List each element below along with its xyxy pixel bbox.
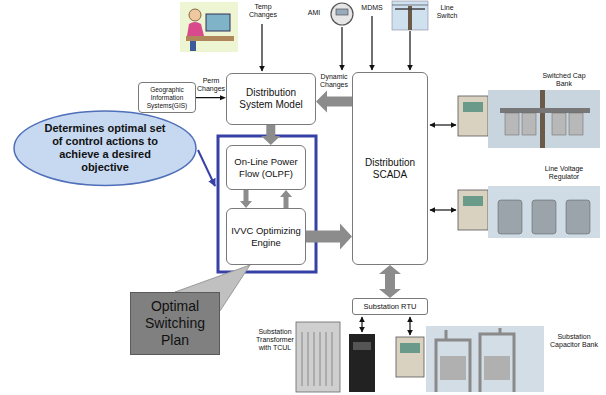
node-text: Determines optimal set of control action… [41, 122, 169, 174]
clipart-desk [186, 36, 234, 41]
flow-arrow [196, 95, 226, 100]
controller-photo [396, 337, 424, 377]
transformer-photo [296, 322, 340, 392]
capacitor-can [569, 113, 583, 135]
model-box: Distribution System Model [226, 73, 316, 125]
device-label: AMI [304, 9, 324, 17]
device-label: Substation Capacitor Bank [548, 333, 600, 349]
flow-arrow [261, 125, 280, 145]
clipart-head [189, 9, 201, 21]
regulator-tank [532, 200, 556, 234]
rtu-box: Substation RTU [352, 298, 428, 315]
callout-leader [198, 150, 215, 186]
device-label: Switched Cap Bank [536, 72, 592, 88]
capacitor-can [552, 113, 566, 135]
capbank-photo [488, 90, 600, 148]
flow-arrow [240, 190, 252, 208]
capbank-photo [426, 326, 544, 392]
meter-icon [331, 3, 353, 25]
node-text: Optimal Switching Plan [134, 298, 216, 348]
capacitor-rack [484, 356, 510, 380]
source-box: Geographic Information Systems(GIS) [138, 82, 196, 113]
node-text: Distribution SCADA [356, 157, 424, 181]
controller-display [463, 102, 483, 112]
clipart-monitor [206, 14, 230, 31]
node-text: Geographic Information Systems(GIS) [142, 86, 192, 109]
regulator-photo [488, 186, 600, 238]
clipart-ground [180, 2, 238, 52]
device-arrow [409, 31, 410, 70]
callout-ellipse: Determines optimal set of control action… [13, 110, 197, 186]
device-label: Line Switch [432, 4, 462, 20]
rtu-device [349, 334, 375, 392]
capbank-rack [500, 108, 590, 113]
highlight-frame [218, 136, 316, 272]
node-text: Distribution System Model [230, 87, 312, 111]
device-arrow [341, 27, 342, 70]
callout-ellipse-outline [14, 111, 196, 185]
process-box: On-Line Power Flow (OLPF) [226, 145, 306, 190]
switch-photo [392, 1, 428, 30]
controller-photo [458, 190, 488, 230]
regulator-tank [566, 200, 590, 234]
device-label: Substation Transformer with TCUL [256, 328, 294, 352]
flow-arrow [306, 224, 352, 250]
node-text: IVVC Optimizing Engine [230, 225, 302, 248]
substation-structure [436, 328, 514, 392]
rtu-panel [353, 342, 371, 350]
capbank-pole [540, 90, 545, 148]
transformer-fins [302, 332, 332, 386]
flow-arrow [379, 265, 401, 298]
device-label: MDMS [358, 4, 386, 12]
switch-wire [392, 5, 428, 6]
device-arrow [430, 209, 456, 210]
regulator-tank [498, 200, 522, 234]
flow-arrow [316, 91, 352, 113]
plan-box: Optimal Switching Plan [130, 292, 220, 355]
node-text: Substation RTU [354, 302, 426, 311]
device-arrow [409, 317, 410, 335]
node-text: On-Line Power Flow (OLPF) [230, 156, 302, 179]
controller-photo [458, 96, 488, 136]
flow-arrow [280, 190, 292, 208]
controller-display [463, 196, 483, 206]
switch-crossarm [395, 8, 425, 10]
device-arrow [261, 24, 262, 71]
device-arrow [371, 16, 372, 70]
meter-display [336, 9, 348, 15]
engine-box: IVVC Optimizing Engine [226, 208, 306, 265]
clipart-body [187, 22, 204, 36]
capacitor-can [505, 113, 519, 135]
device-label: Temp Changes [248, 3, 278, 19]
capacitor-can [522, 113, 536, 135]
device-label: Line Voltage Regulator [536, 165, 592, 181]
device-arrow [430, 124, 456, 125]
edge-label: Perm Changes [197, 77, 225, 93]
scada-box: Distribution SCADA [352, 72, 428, 265]
controller-display [400, 343, 420, 353]
device-arrow [361, 317, 362, 332]
edge-label: Dynamic Changes [318, 73, 350, 89]
capacitor-rack [440, 356, 466, 380]
clipart-legs [190, 41, 196, 51]
